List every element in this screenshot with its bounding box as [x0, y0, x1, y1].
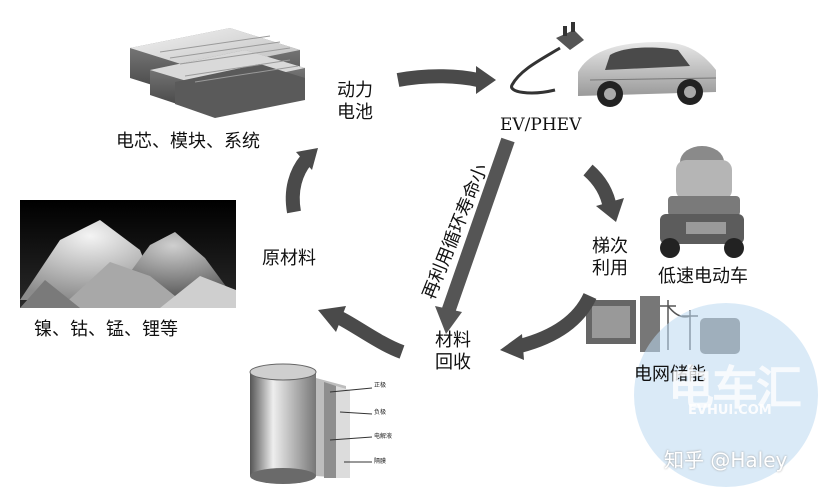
cylindrical-cell-image: [249, 363, 373, 484]
cell-label-cathode: 正极: [374, 382, 387, 389]
cycle-arrows: [285, 66, 624, 360]
recycle-line1: 材料: [435, 330, 471, 351]
power-battery-line2: 电池: [337, 102, 373, 123]
cell-label-electrolyte: 电解液: [374, 433, 393, 440]
grid-storage-label: 电网储能: [634, 364, 706, 385]
arrow-raw-to-cells: [285, 155, 312, 214]
lifecycle-label: 再利用循环寿命小: [418, 160, 493, 303]
battery-pack-image: [130, 28, 305, 118]
watermark-domain: EVHUI.COM: [688, 403, 772, 418]
power-battery-line1: 动力: [337, 80, 373, 101]
electric-car-image: [510, 22, 717, 107]
metals-label: 镍、钴、锰、锂等: [34, 319, 178, 340]
power-battery-label: 动力 电池: [333, 80, 377, 124]
low-speed-vehicle-image: [660, 146, 744, 258]
arrow-cascade-to-recycle: [518, 292, 597, 353]
arrow-ev-to-cascade: [583, 164, 617, 210]
raw-materials-label: 原材料: [262, 248, 316, 269]
material-recycling-label: 材料 回收: [431, 330, 475, 374]
cells-modules-systems-label: 电芯、模块、系统: [116, 131, 260, 152]
recycle-line2: 回收: [435, 352, 471, 373]
raw-materials-image: [20, 200, 236, 308]
cascade-use-label: 梯次 利用: [588, 236, 632, 280]
watermark-brand: 电车汇: [668, 361, 802, 415]
cell-label-separator: 隔膜: [374, 458, 387, 465]
ev-phev-label: EV/PHEV: [500, 115, 582, 135]
arrow-battery-to-ev: [396, 69, 480, 87]
watermark-credit: 知乎 @Haley: [664, 448, 788, 472]
low-speed-ev-label: 低速电动车: [658, 266, 748, 287]
cascade-line2: 利用: [592, 258, 628, 279]
cell-label-anode: 负极: [374, 409, 387, 416]
cascade-line1: 梯次: [592, 236, 628, 257]
watermark-logo: [634, 303, 818, 487]
arrow-ev-to-recycle: [441, 137, 515, 315]
arrow-recycle-to-raw: [336, 311, 405, 359]
lifecycle-label-wrapper: 再利用循环寿命小: [402, 146, 510, 302]
